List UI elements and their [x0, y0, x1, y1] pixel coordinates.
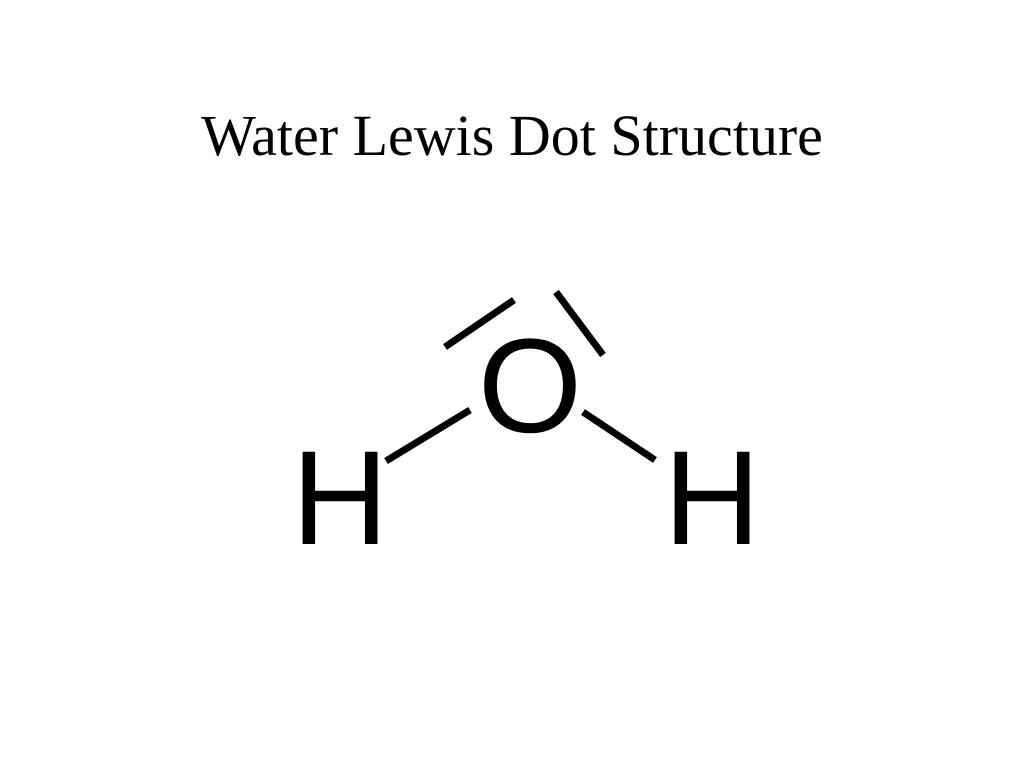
atom-oxygen: O	[478, 312, 582, 461]
bond-oh-left	[384, 407, 472, 464]
slide-title: Water Lewis Dot Structure	[201, 103, 823, 168]
bond-oh-right	[581, 409, 657, 463]
atom-hydrogen-right: H	[664, 424, 761, 573]
lone-pair-right	[553, 289, 606, 358]
lone-pair-left	[443, 297, 516, 350]
atom-hydrogen-left: H	[292, 424, 389, 573]
